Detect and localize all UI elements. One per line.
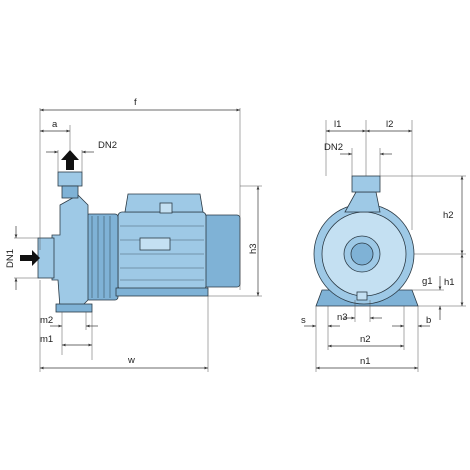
dim-w-label: w bbox=[127, 355, 135, 366]
nameplate bbox=[139, 237, 171, 251]
dim-n3-label: n3 bbox=[337, 312, 348, 323]
dim-s-label: s bbox=[301, 315, 306, 326]
dim-l2-label: l2 bbox=[386, 119, 393, 130]
dim-dn2-front-label: DN2 bbox=[324, 142, 343, 153]
front-volute bbox=[344, 191, 381, 213]
dim-h2-label: h2 bbox=[443, 210, 454, 221]
motor-fan-cover bbox=[203, 214, 241, 288]
dim-f-label: f bbox=[134, 97, 137, 108]
motor-cooling-fins bbox=[120, 225, 204, 281]
dim-l1-label: l1 bbox=[334, 119, 341, 130]
cable-gland bbox=[159, 202, 173, 214]
dim-n2-label: n2 bbox=[360, 334, 371, 345]
front-view bbox=[313, 175, 419, 307]
inlet-port-inner bbox=[350, 242, 374, 266]
drain-plug bbox=[356, 291, 368, 301]
side-view-dimensions: f a DN2 DN1 h3 m2 m1 w bbox=[5, 97, 262, 372]
motor-body bbox=[117, 211, 207, 291]
dim-dn1-label: DN1 bbox=[5, 249, 16, 268]
arrow-right-icon bbox=[20, 250, 40, 266]
bearing-bracket bbox=[85, 213, 119, 301]
outlet-neck bbox=[61, 185, 79, 199]
front-view-dimensions: l1 l2 DN2 h2 h1 g1 s n3 bbox=[301, 119, 466, 372]
arrow-up-icon bbox=[61, 150, 79, 170]
inlet-flange bbox=[37, 237, 55, 279]
dim-n1-label: n1 bbox=[360, 356, 371, 367]
pump-foot bbox=[55, 303, 93, 313]
pump-casing bbox=[51, 194, 89, 309]
outlet-flange bbox=[57, 171, 83, 187]
dim-dn2-side-label: DN2 bbox=[98, 140, 117, 151]
dim-m2-label: m2 bbox=[40, 315, 53, 326]
dim-a-label: a bbox=[52, 119, 58, 130]
dim-h3-label: h3 bbox=[248, 243, 259, 254]
dim-g1-label: g1 bbox=[422, 276, 433, 287]
front-outlet-flange bbox=[351, 175, 381, 193]
side-view bbox=[20, 150, 241, 313]
dim-h1-label: h1 bbox=[444, 277, 455, 288]
dim-m1-label: m1 bbox=[40, 334, 53, 345]
motor-foot bbox=[115, 287, 209, 297]
bracket-ribs bbox=[91, 216, 111, 298]
dim-b-label: b bbox=[426, 315, 431, 326]
